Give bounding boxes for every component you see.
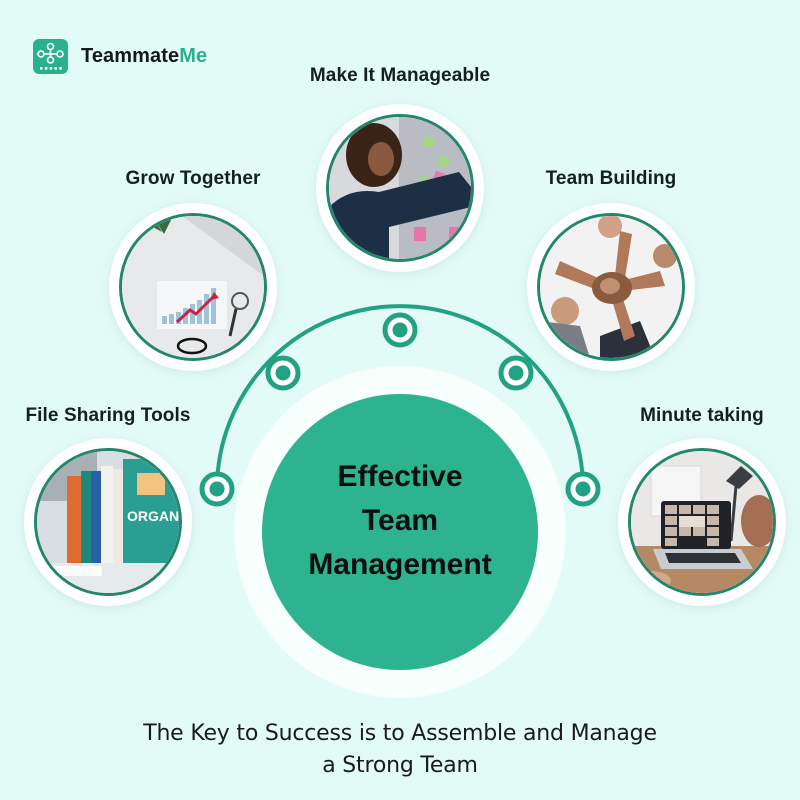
brand-logo: TeammateMe [33, 38, 223, 74]
binders-organize-photo: ORGANIZ [34, 448, 182, 596]
label-file-sharing-tools: File Sharing Tools [25, 405, 191, 426]
woman-arranging-sticky-notes-photo [326, 114, 474, 262]
photo-file-sharing-tools: ORGANIZ [24, 438, 192, 606]
team-network-icon [33, 38, 68, 74]
label-make-it-manageable: Make It Manageable [309, 65, 491, 86]
label-grow-together: Grow Together [125, 168, 261, 189]
center-title-line: Management [308, 548, 492, 581]
center-circle: Effective Team Management [262, 394, 538, 670]
video-call-laptop-photo [628, 448, 776, 596]
growth-chart-desk-photo [119, 213, 267, 361]
center-title-line: Team [361, 504, 439, 537]
team-fist-bump-photo [537, 213, 685, 361]
connector-node-icon [265, 355, 301, 391]
tagline: The Key to Success is to Assemble and Ma… [0, 718, 800, 782]
connector-node-icon [382, 312, 418, 348]
brand-name: TeammateMe [81, 45, 207, 68]
connector-node-icon [498, 355, 534, 391]
center-title: Effective Team Management [308, 455, 491, 587]
center-title-line: Effective [337, 460, 463, 493]
connector-node-icon [565, 471, 601, 507]
brand-name-accent: Me [179, 44, 208, 67]
photo-make-it-manageable [316, 104, 484, 272]
photo-team-building [527, 203, 695, 371]
brand-name-main: Teammate [81, 44, 180, 67]
tagline-line: a Strong Team [322, 753, 478, 778]
photo-minute-taking [618, 438, 786, 606]
label-minute-taking: Minute taking [640, 405, 764, 426]
connector-node-icon [199, 471, 235, 507]
photo-grow-together [109, 203, 277, 371]
tagline-line: The Key to Success is to Assemble and Ma… [143, 721, 657, 746]
svg-text:ORGANIZ: ORGANIZ [127, 508, 179, 524]
label-team-building: Team Building [545, 168, 677, 189]
